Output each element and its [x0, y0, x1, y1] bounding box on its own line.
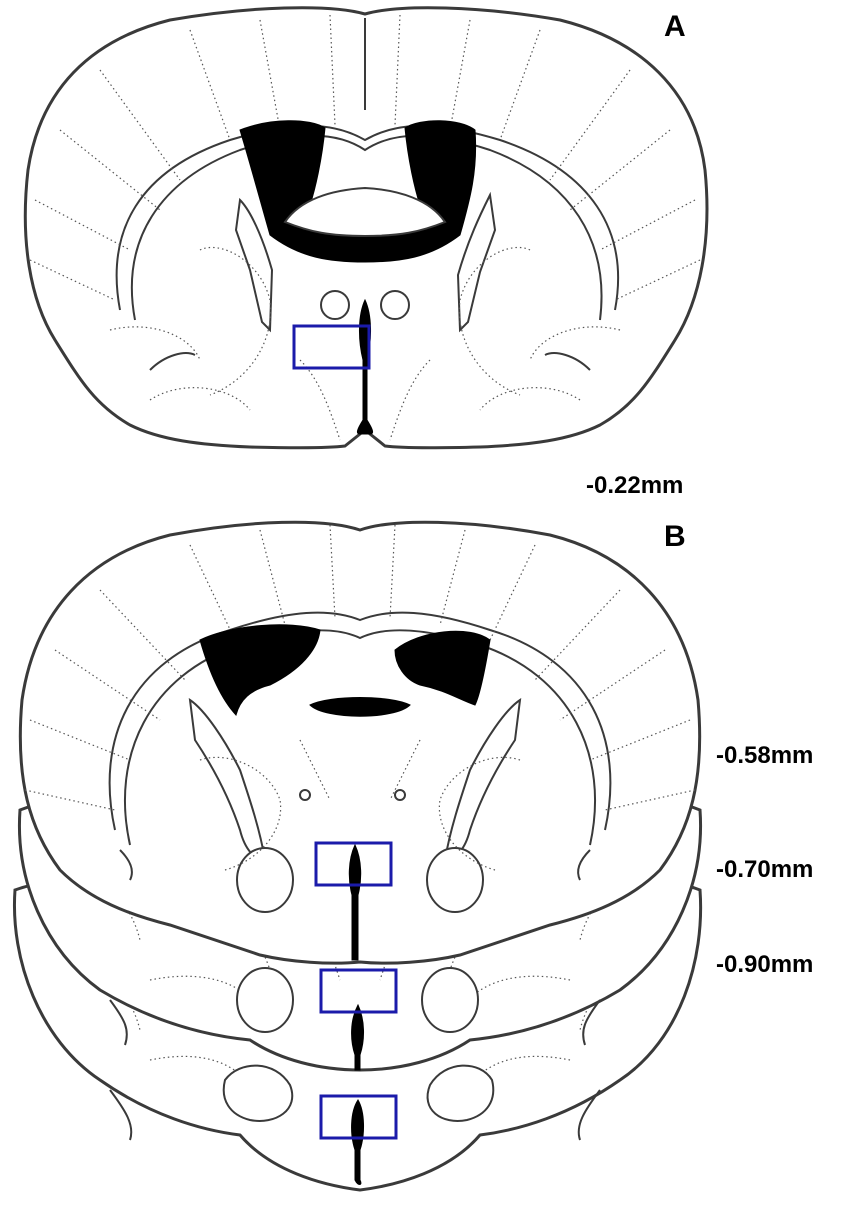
panel-b-coordinate-2: -0.70mm [716, 858, 813, 882]
panel-b-label: B [664, 522, 686, 552]
panel-b-section-1-outline [20, 522, 699, 963]
panel-a-fornix-left [321, 291, 349, 319]
panel-b-section-2-right-body [422, 968, 478, 1032]
panel-b-section-1 [20, 522, 699, 963]
panel-a-label: A [664, 12, 686, 42]
panel-b-section-1-right-body [427, 848, 483, 912]
panel-a-fornix-right [381, 291, 409, 319]
panel-b-coordinate-1: -0.58mm [716, 744, 813, 768]
panel-b-section-1-fornix-right [395, 790, 405, 800]
panel-a-section [25, 8, 707, 448]
panel-a-coordinate: -0.22mm [586, 474, 683, 498]
panel-b-section-1-fornix-left [300, 790, 310, 800]
panel-b-section-1-left-body [237, 848, 293, 912]
panel-b-section-2-left-body [237, 968, 293, 1032]
panel-b-coordinate-3: -0.90mm [716, 953, 813, 977]
